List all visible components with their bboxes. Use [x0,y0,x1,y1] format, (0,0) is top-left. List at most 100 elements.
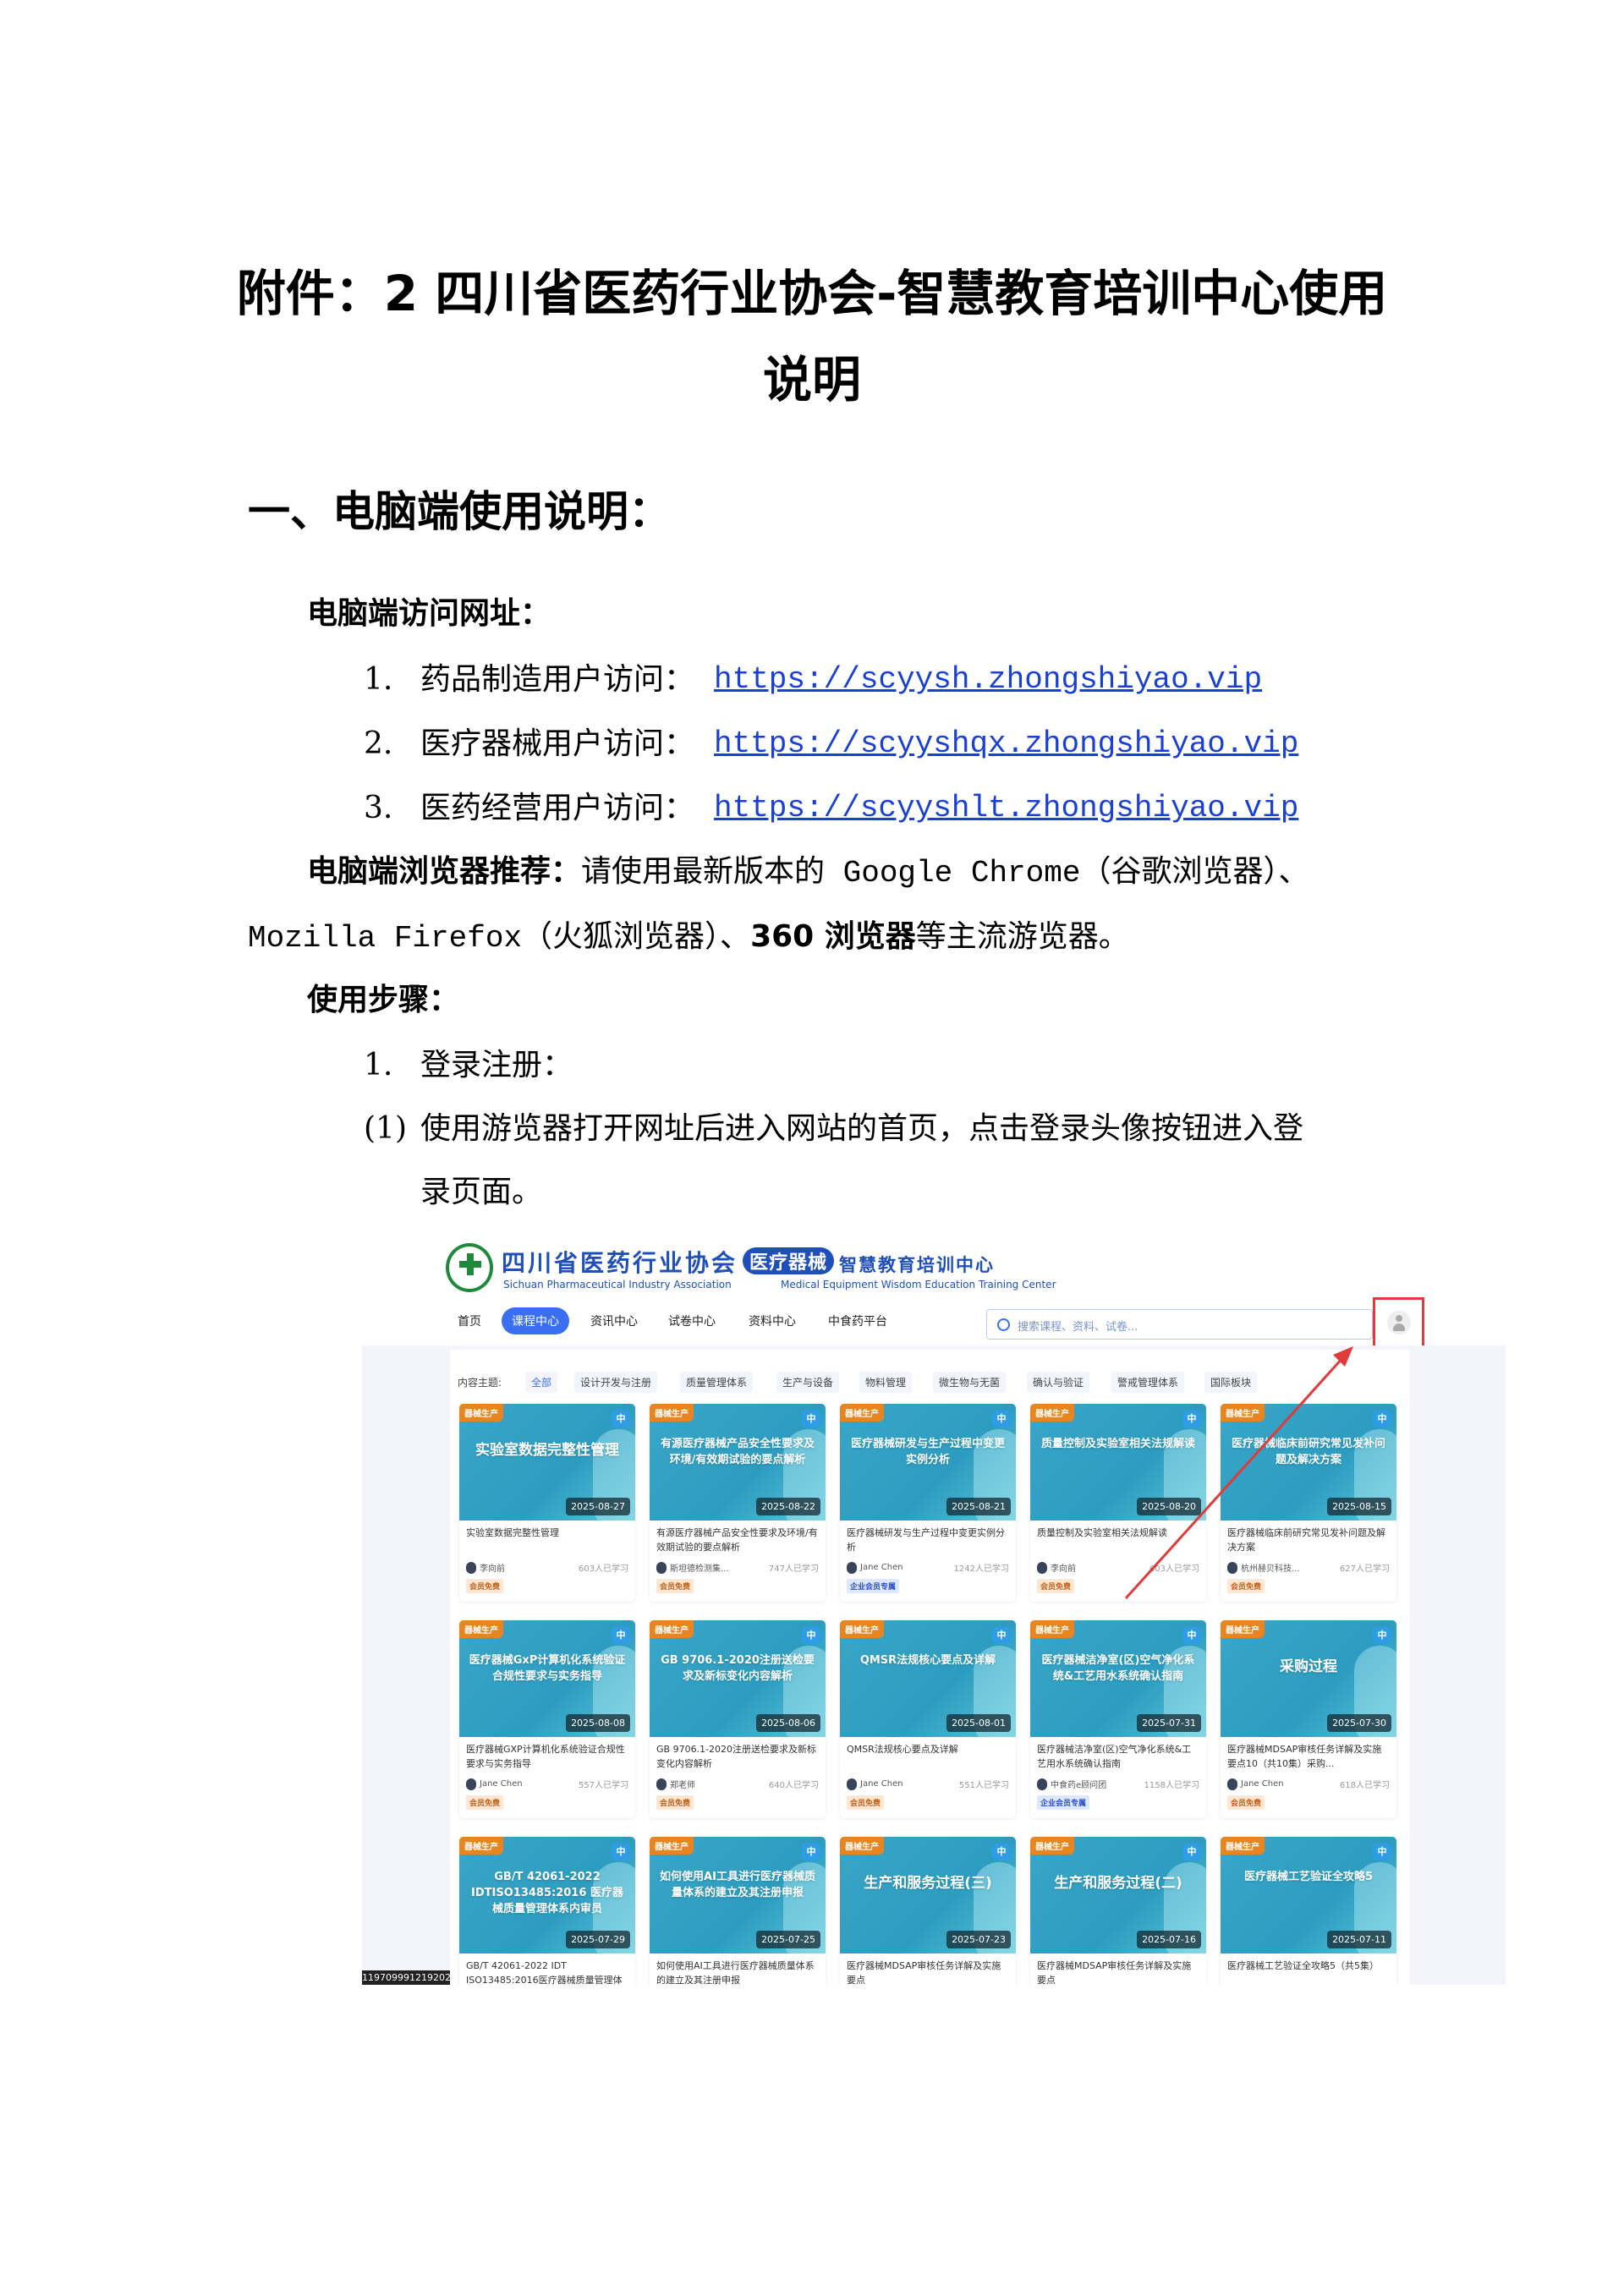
learner-count: 640人已学习 [768,1781,819,1790]
category-tag: 器械生产 [1030,1837,1074,1855]
course-date: 2025-07-11 [1327,1931,1391,1948]
category-tag: 器械生产 [840,1404,884,1422]
topic-validation[interactable]: 确认与验证 [1027,1372,1090,1393]
course-title[interactable]: GB/T 42061-2022 IDT ISO13485:2016医疗器械质量管… [466,1960,623,1985]
level-badge: 中 [1182,1411,1201,1427]
step-label: 登录注册： [420,1048,573,1082]
learner-count: 1158人已学习 [1144,1781,1199,1790]
topic-international[interactable]: 国际板块 [1204,1372,1258,1393]
course-title[interactable]: 如何使用AI工具进行医疗器械质量体系的建立及其注册申报 [656,1960,815,1985]
author-avatar-icon [1037,1561,1047,1574]
thumbnail-title: 实验室数据完整性管理 [475,1442,619,1459]
course-title[interactable]: 有源医疗器械产品安全性要求及环境/有效期试验的要点解析 [656,1527,818,1553]
level-badge: 中 [1373,1411,1391,1427]
search-icon [997,1318,1010,1331]
course-date: 2025-07-30 [1327,1714,1391,1732]
nav-exams[interactable]: 试卷中心 [668,1315,716,1329]
search-input[interactable]: 搜索课程、资料、试卷... [986,1309,1373,1340]
author-name: Jane Chen [860,1779,903,1789]
category-tag: 器械生产 [1221,1837,1265,1855]
category-tag: 器械生产 [1030,1620,1074,1638]
author-avatar-icon [466,1778,476,1790]
thumbnail-title: 如何使用AI工具进行医疗器械质量体系的建立及其注册申报 [660,1871,815,1899]
nav-courses[interactable]: 课程中心 [502,1307,569,1334]
course-thumbnail[interactable]: 器械生产中生产和服务过程(二)2025-07-16 [1030,1837,1206,1954]
author-avatar-icon [1227,1778,1237,1790]
course-card[interactable]: 器械生产中生产和服务过程(三)2025-07-23 医疗器械MDSAP审核任务详解… [840,1837,1016,1985]
course-date: 2025-07-25 [756,1931,820,1948]
course-title[interactable]: QMSR法规核心要点及详解 [847,1744,958,1755]
url-link-drug[interactable]: https://scyysh.zhongshiyao.vip [714,662,1263,697]
nav-materials[interactable]: 资料中心 [749,1315,796,1329]
topic-materials[interactable]: 物料管理 [859,1372,913,1393]
topic-vigilance[interactable]: 警戒管理体系 [1111,1372,1185,1393]
topic-all[interactable]: 全部 [525,1372,558,1393]
course-title[interactable]: 医疗器械MDSAP审核任务详解及实施要点 [1037,1960,1192,1985]
course-title[interactable]: 医疗器械MDSAP审核任务详解及实施要点 [847,1960,1001,1985]
course-title[interactable]: 医疗器械临床前研究常见发补问题及解决方案 [1227,1527,1385,1553]
nav-news[interactable]: 资讯中心 [590,1315,638,1329]
course-title[interactable]: 医疗器械工艺验证全攻略5（共5集） [1227,1960,1379,1971]
membership-badge: 会员免费 [1227,1579,1265,1593]
course-title[interactable]: 医疗器械洁净室(区)空气净化系统&工艺用水系统确认指南 [1037,1744,1192,1769]
topic-design[interactable]: 设计开发与注册 [574,1372,658,1393]
topic-production[interactable]: 生产与设备 [776,1372,840,1393]
course-title[interactable]: 实验室数据完整性管理 [466,1527,559,1538]
course-title[interactable]: 质量控制及实验室相关法规解读 [1037,1527,1167,1538]
course-meta: 杭州赫贝科技...627人已学习 [1221,1556,1396,1574]
user-avatar-icon[interactable] [1387,1311,1411,1334]
course-title[interactable]: GB 9706.1-2020注册送检要求及新标变化内容解析 [656,1744,817,1769]
topic-microbiology[interactable]: 微生物与无菌 [933,1372,1007,1393]
course-title[interactable]: 医疗器械研发与生产过程中变更实例分析 [847,1527,1005,1553]
membership-badge: 会员免费 [466,1579,504,1593]
thumbnail-title: 医疗器械GxP计算机化系统验证合规性要求与实务指导 [469,1654,626,1683]
course-thumbnail[interactable]: 器械生产中生产和服务过程(三)2025-07-23 [840,1837,1016,1954]
course-title[interactable]: 医疗器械MDSAP审核任务详解及实施要点10（共10集）采购... [1227,1744,1382,1769]
website-screenshot: 四川省医药行业协会医疗器械智慧教育培训中心 Sichuan Pharmaceut… [362,1235,1506,1985]
author-avatar-icon [466,1561,476,1574]
learner-count: 627人已学习 [1339,1564,1390,1574]
nav-platform[interactable]: 中食药平台 [828,1315,887,1329]
url-link-device[interactable]: https://scyyshqx.zhongshiyao.vip [714,726,1299,761]
url-link-trade[interactable]: https://scyyshlt.zhongshiyao.vip [714,791,1299,825]
nav-home[interactable]: 首页 [458,1315,481,1329]
course-card[interactable]: 器械生产中生产和服务过程(二)2025-07-16 医疗器械MDSAP审核任务详解… [1030,1837,1206,1985]
access-item: 2. 医疗器械用户访问： https://scyyshqx.zhongshiya… [364,726,1298,763]
brand-english-sub: Medical Equipment Wisdom Education Train… [781,1279,1056,1290]
course-title[interactable]: 医疗器械GXP计算机化系统验证合规性要求与实务指导 [466,1744,625,1769]
level-badge: 中 [1182,1627,1201,1644]
topic-quality[interactable]: 质量管理体系 [680,1372,754,1393]
category-tag: 器械生产 [650,1404,694,1422]
membership-badge: 会员免费 [1227,1795,1265,1810]
